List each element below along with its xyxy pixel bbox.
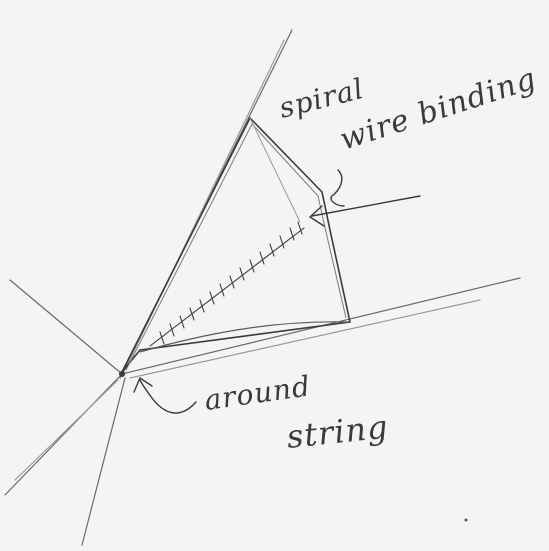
label-spiral: spiral — [276, 72, 368, 125]
label-string: string — [285, 408, 390, 456]
spiral-wire-binding — [150, 222, 304, 346]
kite-shape — [122, 118, 350, 372]
arrow-shaft — [312, 196, 420, 216]
spiral-tick — [200, 300, 204, 312]
kite-inner-line — [250, 118, 300, 222]
arrow-curve — [140, 380, 196, 413]
label-spiral-wire-binding: spiral wire binding — [276, 61, 541, 157]
frame-line-right-2 — [130, 300, 480, 378]
label-around: around — [202, 369, 312, 417]
kite-outline-retrace — [126, 124, 346, 370]
spiral-tick — [190, 308, 194, 320]
arrow-to-spiral — [310, 170, 420, 226]
label-wire-binding: wire binding — [336, 61, 541, 157]
spiral-tick — [260, 252, 264, 264]
spiral-tick — [250, 260, 254, 272]
frame-line-down-3 — [82, 378, 125, 545]
stray-mark — [465, 519, 468, 522]
apex-knot — [119, 371, 125, 377]
label-around-string: around string — [202, 369, 390, 456]
arrow-head — [310, 206, 324, 226]
frame-line-down-1 — [5, 374, 122, 495]
frame-line-left — [10, 280, 122, 374]
arrow-squiggle — [331, 170, 344, 206]
frame-line-upper-2 — [124, 40, 284, 372]
spiral-spine — [150, 228, 304, 346]
